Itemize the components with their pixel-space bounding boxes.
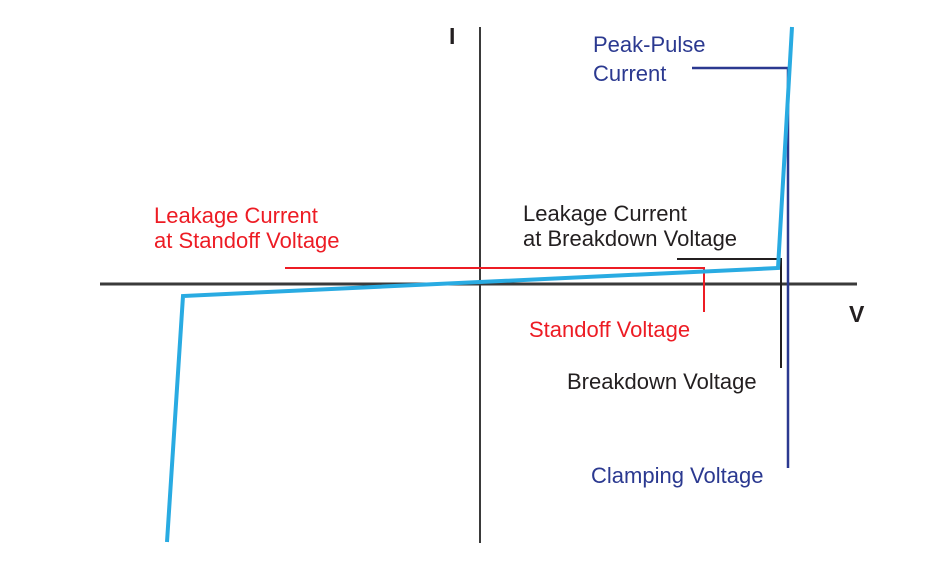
- x-axis-label-voltage: V: [849, 301, 865, 327]
- leakage-at-breakdown-label-line2: at Breakdown Voltage: [523, 226, 738, 251]
- peak-pulse-current-label: Peak-Pulse Current: [593, 30, 706, 88]
- standoff-voltage-label: Standoff Voltage: [529, 317, 691, 342]
- leakage-at-breakdown-label-line1: Leakage Current: [523, 201, 687, 226]
- peak-pulse-current-label-line1: Peak-Pulse: [593, 32, 706, 57]
- leakage-at-standoff-label-line2: at Standoff Voltage: [154, 228, 340, 253]
- leakage-at-standoff-label-line1: Leakage Current: [154, 203, 318, 228]
- y-axis-label-current: I: [449, 23, 456, 49]
- tvs-iv-curve: [165, 26, 794, 543]
- standoff-pointer-line: [285, 267, 705, 312]
- breakdown-pointer-line: [677, 258, 782, 368]
- leakage-at-breakdown-label: Leakage Current at Breakdown Voltage: [523, 201, 737, 251]
- leakage-at-standoff-label: Leakage Current at Standoff Voltage: [154, 203, 340, 253]
- peak-pulse-current-label-line2: Current: [593, 61, 667, 86]
- breakdown-voltage-label: Breakdown Voltage: [567, 369, 757, 394]
- clamping-voltage-label: Clamping Voltage: [591, 463, 764, 488]
